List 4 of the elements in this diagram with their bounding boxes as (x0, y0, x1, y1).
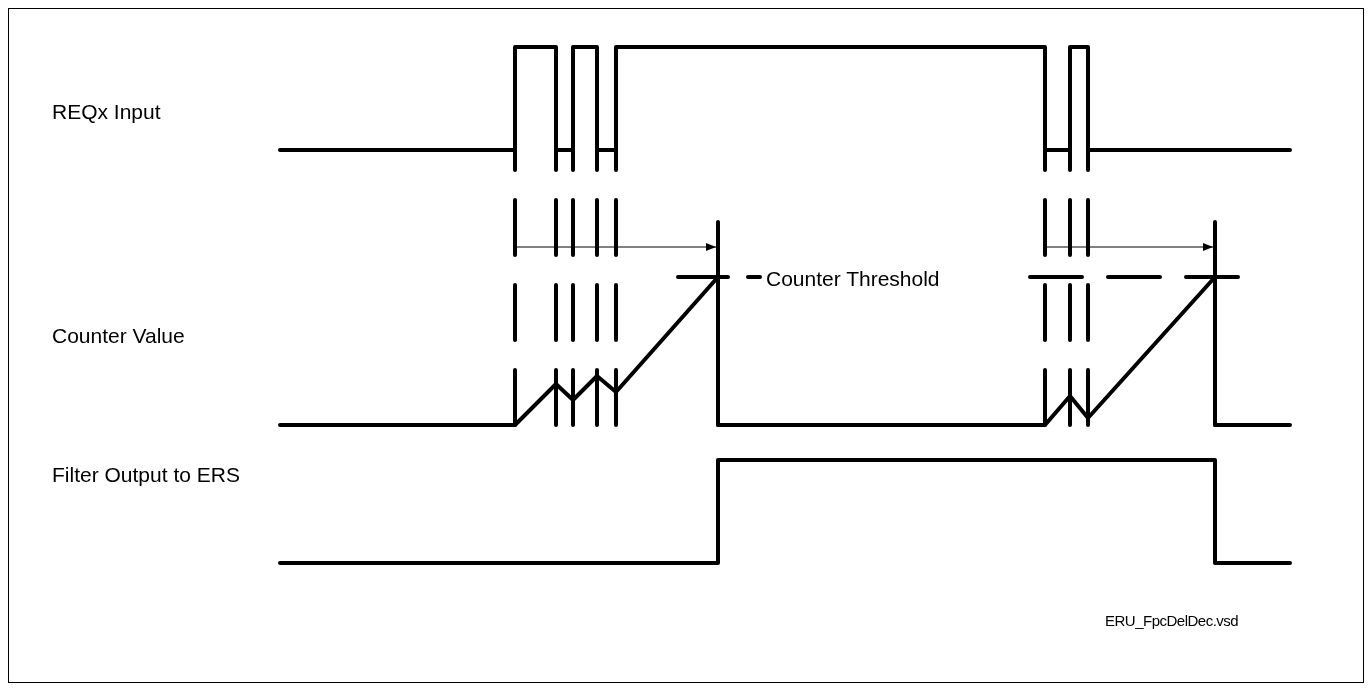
signal-name: Counter Value (52, 323, 186, 349)
signal-name: REQx Input (52, 99, 162, 125)
file-name: ERU_FpcDelDec.vsd (1105, 611, 1240, 631)
signal-name: Filter Output to ERS (52, 462, 241, 488)
